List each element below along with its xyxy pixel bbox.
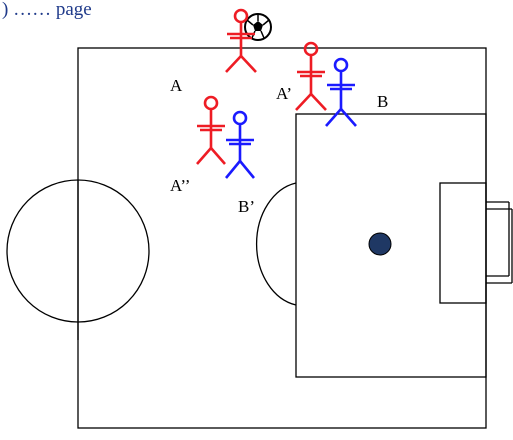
penalty-spot xyxy=(368,232,392,256)
goal-area xyxy=(439,182,487,304)
player-b-prime-icon xyxy=(224,110,256,179)
player-a-prime-icon xyxy=(295,41,327,111)
player-a-icon xyxy=(225,8,257,73)
center-circle xyxy=(6,179,150,323)
player-b-icon xyxy=(325,57,357,127)
label-a-double-prime: A’’ xyxy=(170,176,190,195)
label-b: B xyxy=(377,92,388,111)
label-a-prime: A’ xyxy=(276,84,292,103)
pitch-boundary xyxy=(77,47,487,429)
penalty-arc xyxy=(255,182,297,306)
player-a-double-prime-icon xyxy=(196,95,226,165)
goal-net xyxy=(486,201,513,284)
label-a: A xyxy=(170,76,183,95)
pitch-lines xyxy=(6,47,513,429)
label-b-prime: B’ xyxy=(238,197,255,216)
soccer-ball-icon xyxy=(244,13,272,41)
caption-text: ) …… page xyxy=(2,0,92,20)
